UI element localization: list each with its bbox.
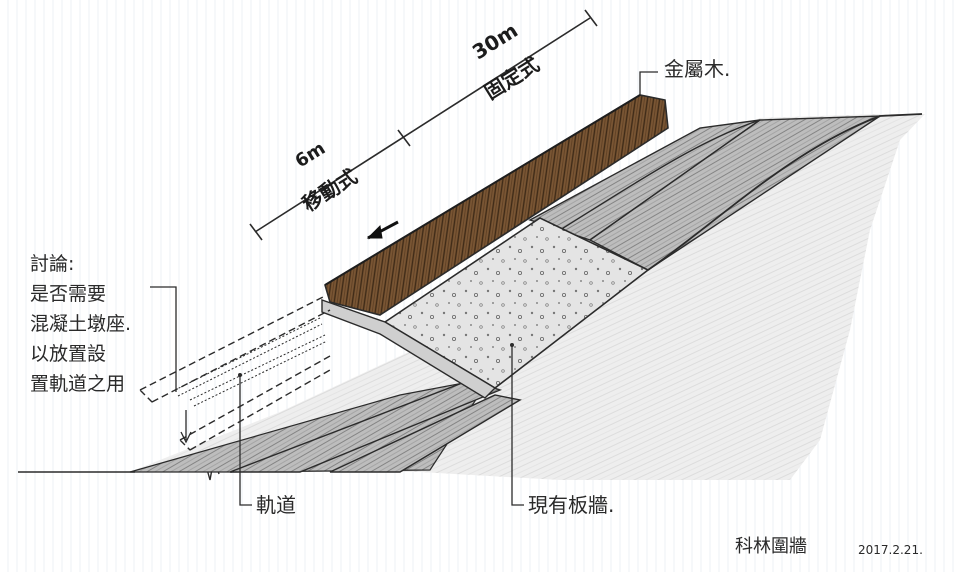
leader-track-dot	[238, 373, 242, 377]
direction-arrowhead	[366, 224, 383, 239]
track-strip-lower	[229, 379, 503, 473]
length-movable-label: 6m	[292, 138, 330, 172]
retaining-wall-edge	[321, 299, 497, 399]
retaining-wall-label: 現有板牆.	[528, 493, 614, 517]
dimension-line	[254, 17, 591, 233]
leader-wall-dot	[510, 343, 514, 347]
discussion-note: 討論: 是否需要 混凝土墩座. 以放置設 置軌道之用	[30, 253, 131, 395]
discussion-line-4: 以放置設	[30, 343, 106, 365]
movable-label: 移動式	[298, 164, 362, 216]
leader-hoarding	[639, 71, 658, 95]
dimension-ticks	[249, 9, 598, 241]
leader-retaining-wall	[511, 345, 524, 506]
dashed-rails	[174, 317, 328, 407]
signature: 科林圍牆	[735, 536, 807, 557]
leader-track	[239, 375, 252, 506]
ridge-line-2	[559, 119, 761, 231]
leader-discussion	[150, 286, 187, 440]
date: 2017.2.21.	[858, 543, 923, 557]
track-strip-mid	[329, 394, 522, 473]
hoarding-label: 金屬木.	[664, 57, 730, 81]
track-label: 軌道	[256, 493, 296, 517]
ridge-line	[647, 113, 923, 271]
discussion-line-5: 置軌道之用	[30, 373, 125, 395]
hoarding-top-edge	[324, 94, 641, 286]
discussion-line-3: 混凝土墩座.	[30, 313, 131, 335]
discussion-line-2: 是否需要	[30, 283, 106, 305]
leader-discussion-arrow	[180, 431, 192, 444]
dashed-track-outline	[139, 295, 331, 451]
discussion-line-1: 討論:	[30, 253, 74, 275]
